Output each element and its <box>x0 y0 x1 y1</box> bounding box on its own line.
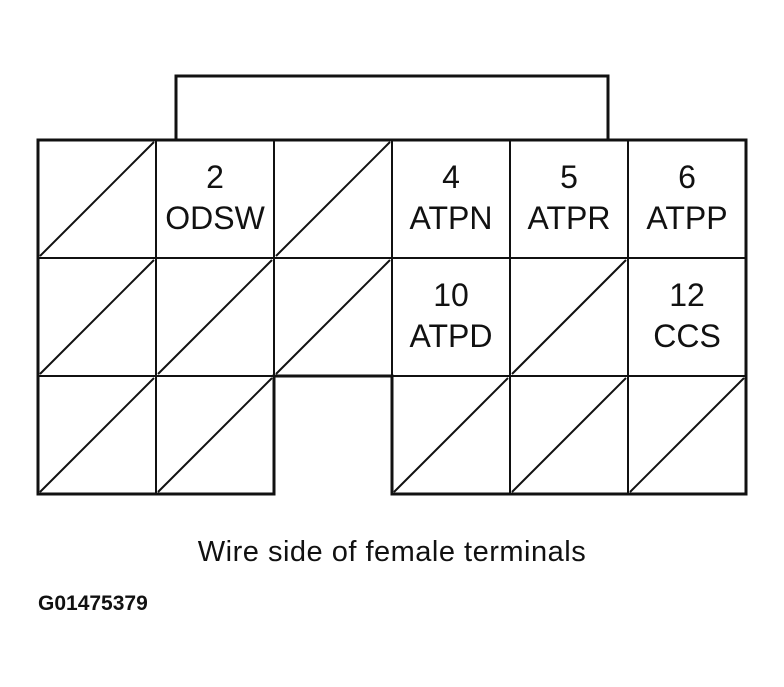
figure-caption: Wire side of female terminals <box>197 536 587 568</box>
unused-cavity-slash <box>275 141 391 257</box>
cell-border <box>391 139 511 259</box>
terminal-number: 5 <box>560 159 578 195</box>
connector-cell <box>273 257 393 377</box>
unused-cavity-slash <box>511 377 627 493</box>
connector-cell <box>37 257 157 377</box>
unused-cavity-slash <box>157 377 273 493</box>
connector-cell <box>509 257 629 377</box>
cell-border <box>627 139 747 259</box>
unused-cavity-slash <box>393 377 509 493</box>
cell-border <box>155 139 275 259</box>
cell-border <box>627 257 747 377</box>
locking-tab <box>174 74 610 140</box>
figure-id: G01475379 <box>38 592 148 615</box>
connector-cell <box>509 375 629 495</box>
terminal-number: 4 <box>442 159 460 195</box>
unused-cavity-slash <box>39 377 155 493</box>
cell-border <box>391 257 511 377</box>
terminal-signal: ATPP <box>646 200 727 236</box>
terminal-signal: ATPN <box>410 200 493 236</box>
unused-cavity-slash <box>275 259 391 375</box>
connector-cell <box>155 375 275 495</box>
connector-outline <box>36 138 748 496</box>
unused-cavity-slash <box>39 141 155 257</box>
unused-cavity-slash <box>511 259 627 375</box>
connector-cell <box>391 375 511 495</box>
terminal-number: 6 <box>678 159 696 195</box>
connector-cell <box>37 139 157 259</box>
connector-cell <box>627 375 747 495</box>
terminal-number: 10 <box>433 277 469 313</box>
cell-border <box>509 139 629 259</box>
terminal-number: 12 <box>669 277 705 313</box>
terminal-signal: CCS <box>653 318 721 354</box>
unused-cavity-slash <box>157 259 273 375</box>
connector-cell <box>37 375 157 495</box>
terminal-number: 2 <box>206 159 224 195</box>
unused-cavity-slash <box>39 259 155 375</box>
connector-cell <box>273 139 393 259</box>
terminal-signal: ATPD <box>410 318 493 354</box>
terminal-signal: ATPR <box>528 200 611 236</box>
terminal-signal: ODSW <box>165 200 265 236</box>
unused-cavity-slash <box>629 377 745 493</box>
connector-cell <box>155 257 275 377</box>
